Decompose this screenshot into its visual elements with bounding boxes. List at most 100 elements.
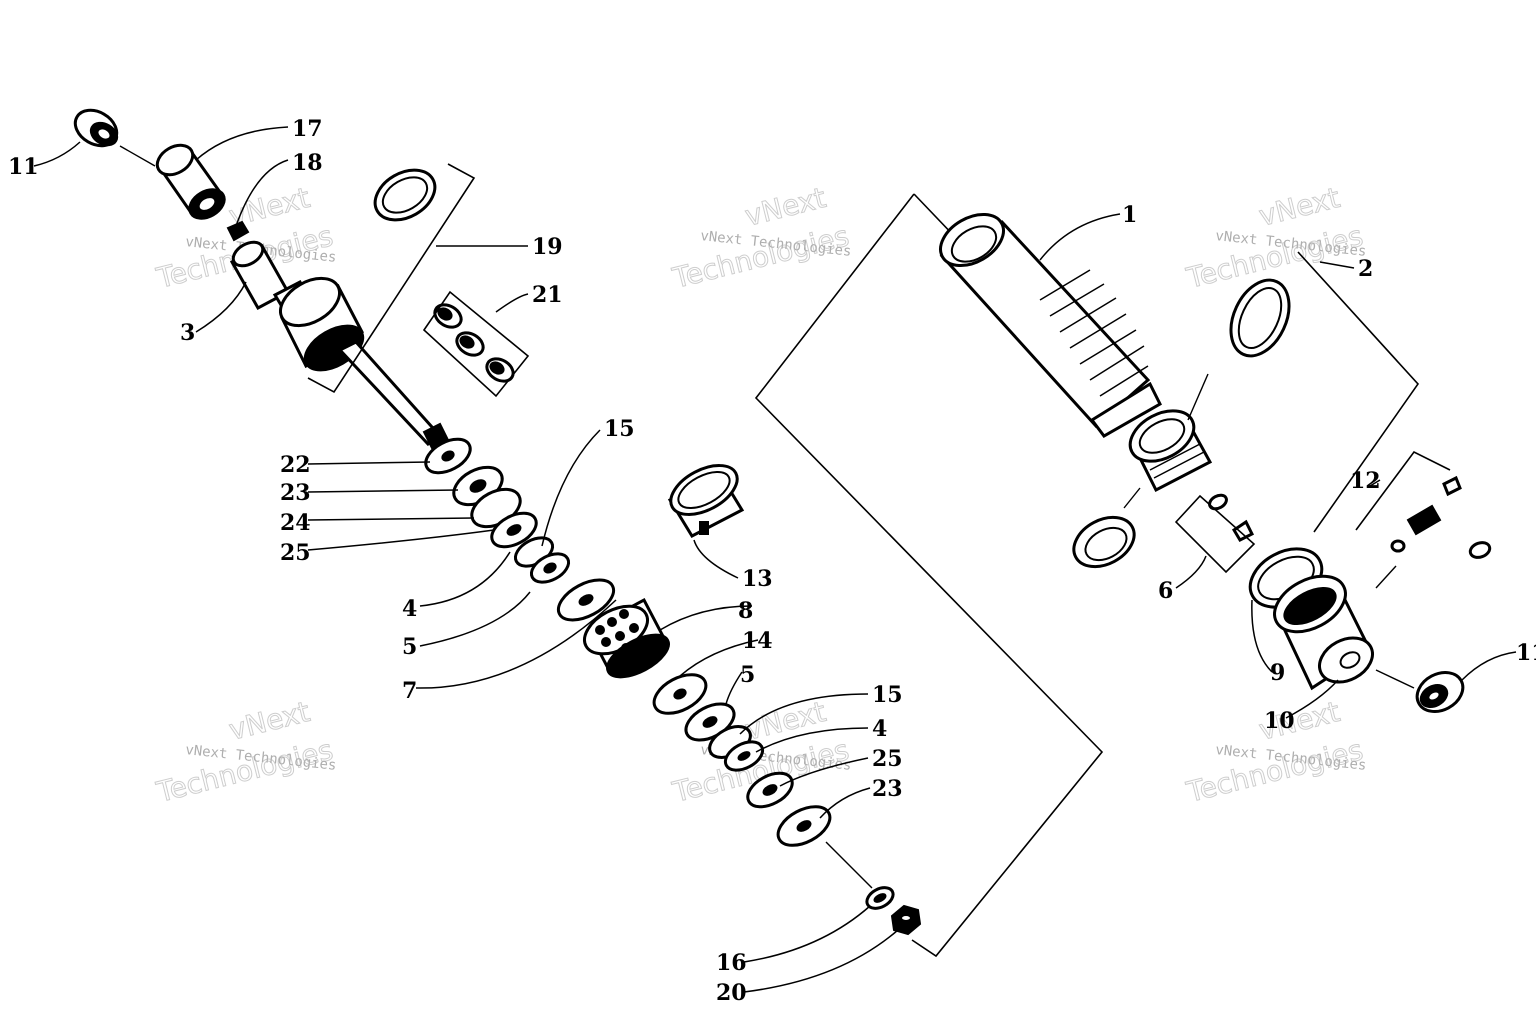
part-1-tube bbox=[939, 212, 1162, 438]
part-3-shaft bbox=[229, 240, 450, 450]
right-assembly bbox=[939, 212, 1517, 719]
part-11-bushing-top bbox=[73, 108, 119, 148]
part-2-oring bbox=[1229, 278, 1291, 358]
leader-20 bbox=[743, 929, 899, 993]
leader-14 bbox=[679, 639, 759, 677]
leader-25-lower bbox=[779, 757, 869, 787]
callout-7: 7 bbox=[402, 678, 417, 704]
watermark-word: Technologies bbox=[1183, 733, 1366, 809]
axis-11 bbox=[1375, 669, 1415, 689]
part-11-bushing-right bbox=[1415, 671, 1465, 713]
watermark-brand: vNext bbox=[742, 181, 829, 233]
callout-11-right: 11 bbox=[1516, 640, 1536, 666]
callout-4-upper: 4 bbox=[402, 596, 417, 622]
bracket-21 bbox=[422, 290, 530, 398]
callout-15-upper: 15 bbox=[604, 416, 635, 442]
leader-21 bbox=[495, 293, 529, 313]
callout-3: 3 bbox=[180, 320, 195, 346]
callout-17: 17 bbox=[292, 116, 323, 142]
leader-8 bbox=[659, 605, 753, 631]
axis-2 bbox=[1187, 373, 1209, 421]
leader-4-upper bbox=[419, 551, 511, 607]
callout-20: 20 bbox=[716, 980, 747, 1006]
leader-24 bbox=[307, 517, 475, 521]
callout-8: 8 bbox=[738, 598, 753, 624]
callout-12: 12 bbox=[1350, 468, 1381, 494]
leader-7 bbox=[415, 599, 617, 689]
leader-23-lower bbox=[819, 787, 871, 819]
part-10-housing bbox=[1273, 574, 1374, 691]
leader-9 bbox=[1251, 599, 1273, 673]
part-21-bushings bbox=[433, 303, 515, 383]
bracket-6 bbox=[1174, 494, 1256, 574]
callout-25-upper: 25 bbox=[280, 540, 311, 566]
left-assembly bbox=[33, 108, 922, 993]
callout-23-lower: 23 bbox=[872, 776, 903, 802]
callout-25-lower: 25 bbox=[872, 746, 903, 772]
part-2-cap bbox=[1128, 409, 1213, 493]
leader-23-upper bbox=[307, 489, 459, 493]
leader-10 bbox=[1285, 679, 1339, 719]
part-12-valve bbox=[1390, 475, 1492, 559]
leader-5-upper bbox=[419, 591, 531, 647]
leader-18 bbox=[235, 159, 289, 227]
leader-1 bbox=[1039, 213, 1121, 261]
part-13-split-ring bbox=[667, 464, 745, 538]
watermark-word: Technologies bbox=[669, 219, 852, 295]
leader-2 bbox=[1319, 261, 1355, 269]
watermark-brand: vNext bbox=[226, 695, 313, 747]
leader-15-lower bbox=[739, 693, 869, 735]
leader-15-upper bbox=[541, 429, 601, 547]
leader-25-upper bbox=[307, 529, 495, 551]
leader-17 bbox=[195, 126, 289, 161]
leader-12 bbox=[1369, 479, 1381, 487]
leader-11-left bbox=[33, 141, 81, 167]
callout-22: 22 bbox=[280, 452, 311, 478]
callout-2: 2 bbox=[1358, 256, 1373, 282]
callout-4-lower: 4 bbox=[872, 716, 887, 742]
callout-5-lower: 5 bbox=[740, 662, 755, 688]
leader-16 bbox=[743, 905, 871, 963]
axis-12 bbox=[1375, 565, 1397, 589]
part-19-oring bbox=[373, 168, 437, 222]
callout-numbers: 11 17 18 19 21 3 22 23 24 25 15 4 5 7 13… bbox=[8, 116, 1536, 1006]
watermark-group: vNext vNext Technologies Technologies vN… bbox=[152, 180, 1367, 809]
callout-23-upper: 23 bbox=[280, 480, 311, 506]
part-2-threads bbox=[1149, 443, 1205, 479]
bracket-12 bbox=[1355, 450, 1451, 531]
callout-24: 24 bbox=[280, 510, 311, 536]
axis-line bbox=[119, 145, 156, 167]
watermark-bottom-left: vNext vNext Technologies Technologies bbox=[152, 694, 337, 809]
part-1-ribs bbox=[1039, 269, 1149, 397]
watermark-top-right: vNext vNext Technologies Technologies bbox=[1182, 180, 1367, 295]
leader-3 bbox=[195, 281, 247, 333]
callout-11-left: 11 bbox=[8, 154, 39, 180]
callout-6: 6 bbox=[1158, 578, 1173, 604]
part-20-nut bbox=[890, 904, 922, 936]
bracket-2 bbox=[1297, 251, 1420, 533]
part-8-piston bbox=[583, 597, 670, 679]
callout-21: 21 bbox=[532, 282, 563, 308]
callout-1: 1 bbox=[1122, 202, 1137, 228]
callout-19: 19 bbox=[532, 234, 563, 260]
leader-4-lower bbox=[755, 727, 869, 753]
lower-washer-stack bbox=[652, 673, 832, 847]
callout-15-lower: 15 bbox=[872, 682, 903, 708]
callout-10: 10 bbox=[1264, 708, 1295, 734]
leader-6 bbox=[1175, 555, 1207, 589]
leader-11-right bbox=[1461, 651, 1517, 681]
split-ring-right bbox=[1072, 515, 1136, 569]
upper-washer-stack bbox=[424, 437, 616, 622]
watermark-brand: vNext bbox=[1256, 181, 1343, 233]
callout-14: 14 bbox=[742, 628, 773, 654]
watermark-word: Technologies bbox=[153, 733, 336, 809]
leader-22 bbox=[307, 461, 431, 465]
callout-9: 9 bbox=[1270, 660, 1285, 686]
callout-16: 16 bbox=[716, 950, 747, 976]
part-17-sleeve bbox=[155, 143, 226, 220]
part-6-washer-screw bbox=[1208, 493, 1255, 542]
callout-13: 13 bbox=[742, 566, 773, 592]
axis-2b bbox=[1123, 487, 1141, 509]
callout-5-upper: 5 bbox=[402, 634, 417, 660]
